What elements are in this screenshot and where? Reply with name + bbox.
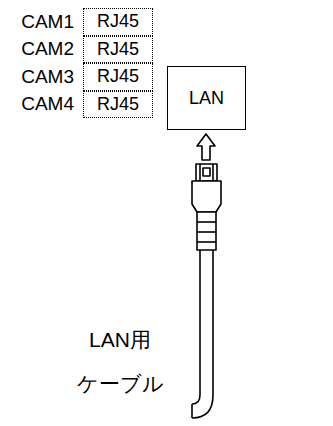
plug-head [196, 164, 217, 181]
plug-body [192, 181, 221, 212]
plug-boot [197, 212, 216, 250]
port-label: LAN [189, 88, 224, 109]
camera-label: CAM3 [21, 64, 74, 90]
connector-port: CAM3RJ45 [83, 63, 153, 91]
port-label: RJ45 [97, 94, 139, 115]
camera-label: CAM4 [21, 92, 74, 118]
insert-arrow [197, 134, 215, 160]
connector-port: CAM2RJ45 [83, 36, 153, 64]
cable-caption: LAN用 ケーブル [62, 318, 178, 406]
connector-port: CAM4RJ45 [83, 91, 153, 119]
cable-line [192, 250, 200, 404]
cable-line [192, 250, 213, 418]
connector-port: CAM1RJ45 [83, 8, 153, 36]
port-label: RJ45 [97, 11, 139, 32]
port-label: RJ45 [97, 66, 139, 87]
lan-port-box: LAN [167, 66, 246, 130]
port-label: RJ45 [97, 39, 139, 60]
camera-label: CAM2 [21, 37, 74, 63]
camera-label: CAM1 [21, 9, 74, 35]
